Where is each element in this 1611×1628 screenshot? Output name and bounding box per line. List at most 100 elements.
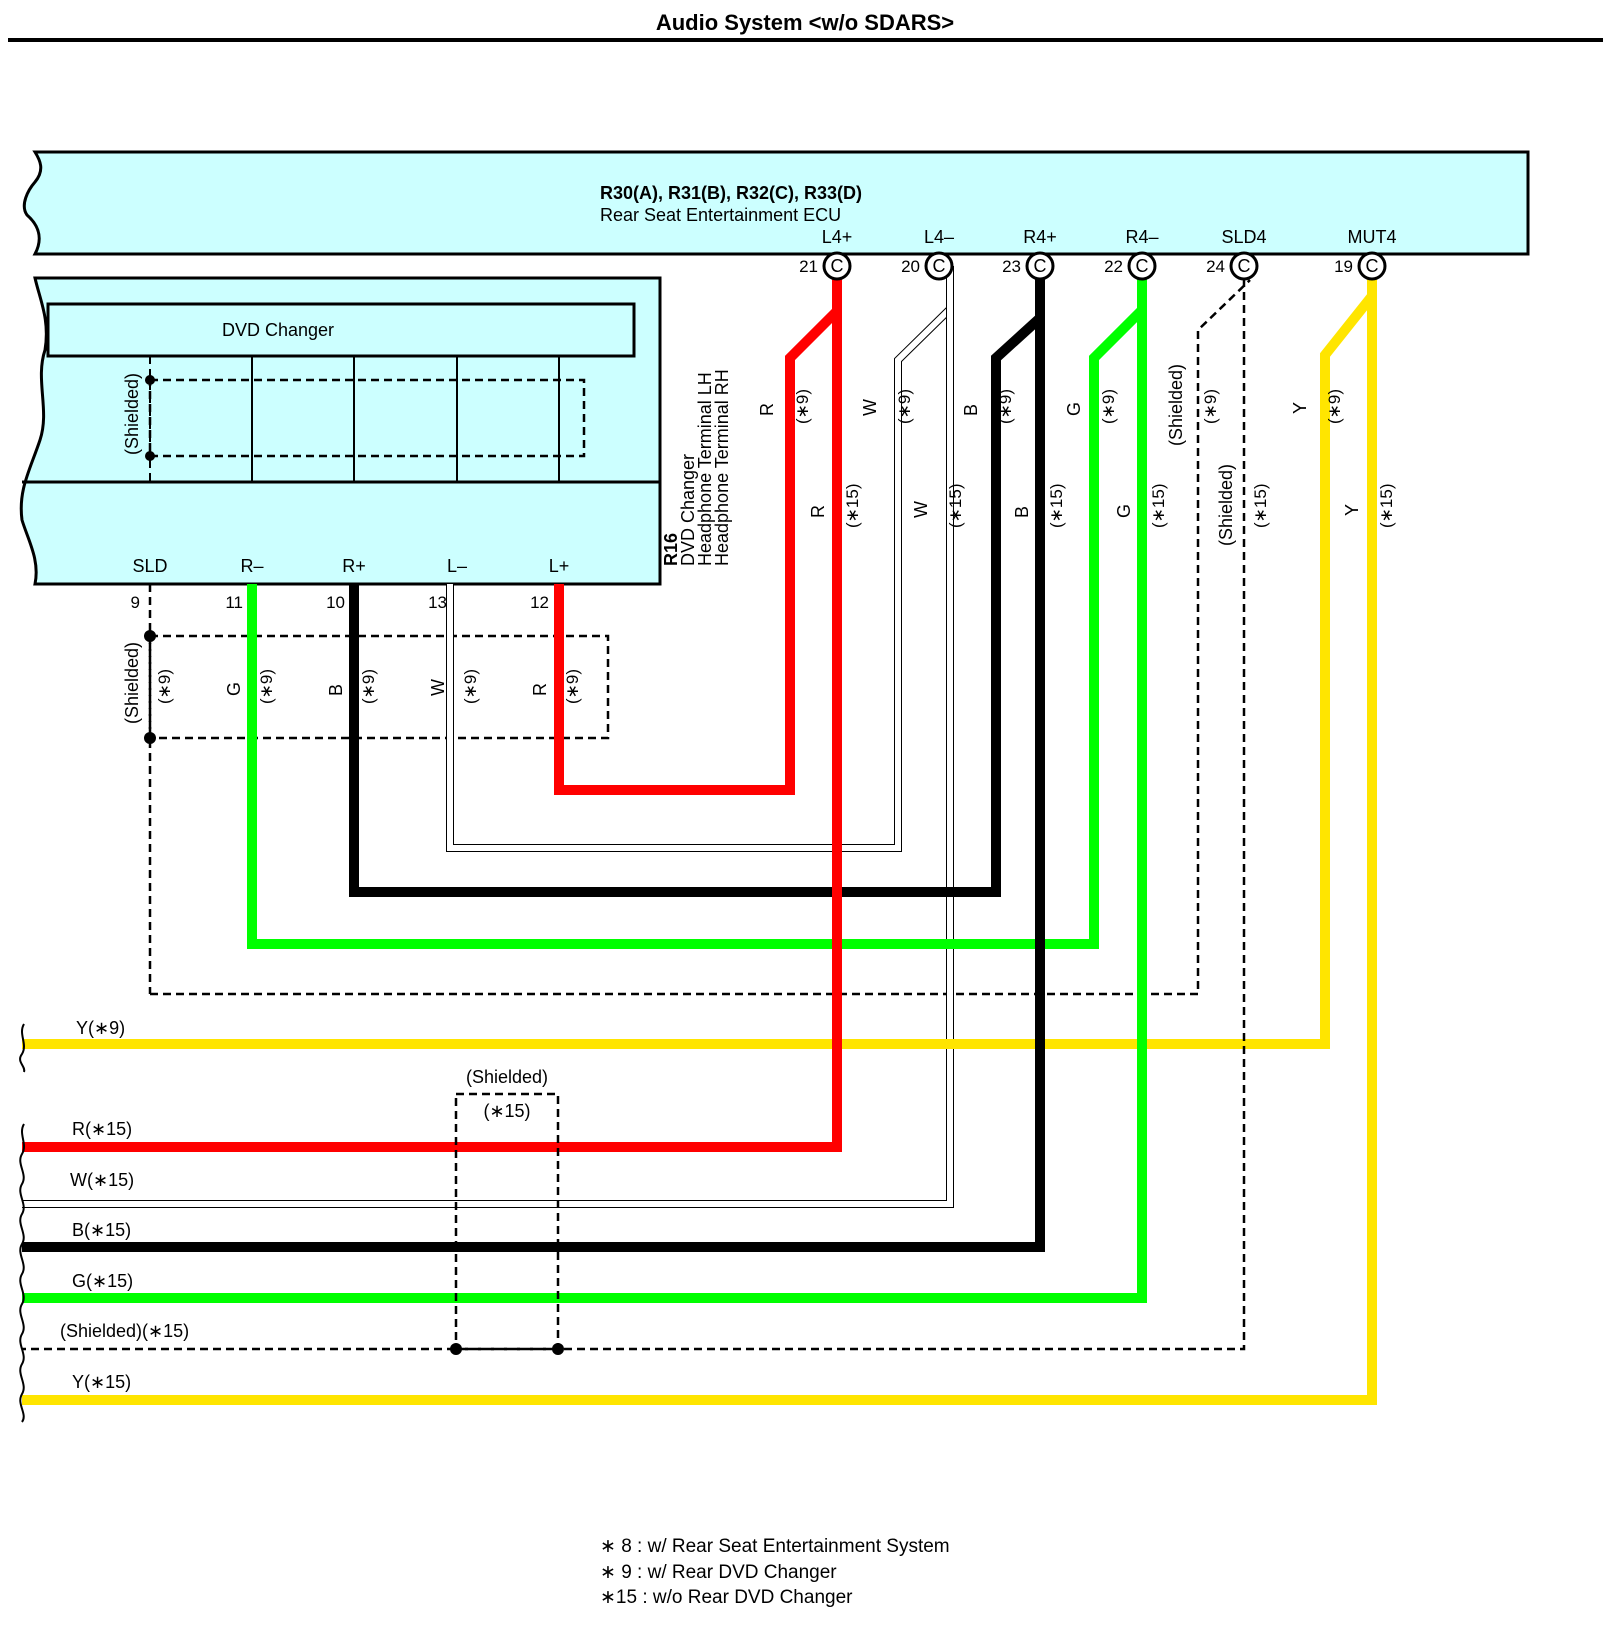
label-sh9: (Shielded) [1166, 364, 1186, 446]
dvd-terminal-sld: SLD [132, 556, 167, 576]
label-g9-note: (∗9) [1099, 389, 1118, 424]
ecu-name: Rear Seat Entertainment ECU [600, 205, 841, 225]
dvd-terminal-rn: R– [240, 556, 263, 576]
dvd-pin-13: 13 [428, 593, 447, 612]
ecu-pin-22: 22 [1104, 257, 1123, 276]
shield-wire-sld4-15 [22, 266, 1246, 1351]
shield-wire-sld4-9 [150, 279, 1251, 996]
dvd-changer-inner-box [46, 302, 636, 358]
dvd-pin-12: 12 [530, 593, 549, 612]
dvd-side-wire-labels: (Shielded) (∗9) G (∗9) B (∗9) W (∗9) R (… [122, 642, 582, 724]
shield-block-15 [454, 1092, 560, 1351]
wire-g15 [22, 266, 1147, 1303]
label-dvd-shield-note: (∗9) [155, 669, 174, 704]
dvd-pin-9: 9 [131, 593, 140, 612]
label-r15-note: (∗15) [843, 484, 862, 528]
label-y9-color: Y [1290, 402, 1310, 414]
ecu-pin-24: 24 [1206, 257, 1225, 276]
ecu-pin-21: 21 [799, 257, 818, 276]
label-r9-color: R [757, 403, 777, 416]
dvd-terminal-lp: L+ [549, 556, 570, 576]
dvd-connector-line3: Headphone Terminal RH [712, 369, 732, 566]
page-title: Audio System <w/o SDARS> [656, 10, 954, 35]
shield-block-note: (∗15) [483, 1101, 530, 1121]
label-dvd-g-note: (∗9) [257, 669, 276, 704]
ecu-pin-letter-21: C [831, 256, 844, 276]
label-g15-color: G [1114, 504, 1134, 518]
label-sh9-note: (∗9) [1201, 389, 1220, 424]
ecu-terminal-sld4: SLD4 [1221, 227, 1266, 247]
label-b9-color: B [961, 404, 981, 416]
shield-block-label: (Shielded) [466, 1067, 548, 1087]
dvd-connector-line2: Headphone Terminal LH [695, 372, 715, 566]
footnote-15: ∗15 : w/o Rear DVD Changer [600, 1587, 853, 1608]
label-y15-color: Y [1342, 504, 1362, 516]
ecu-terminal-l4p: L4+ [822, 227, 853, 247]
label-w9-note: (∗9) [895, 389, 914, 424]
label-g15-note: (∗15) [1149, 484, 1168, 528]
label-dvd-r: R [530, 683, 550, 696]
dvd-internal-shield [148, 378, 586, 458]
wire-r9 [554, 307, 841, 795]
label-sh15-note: (∗15) [1251, 484, 1270, 528]
ecu-pin-letter-23: C [1034, 256, 1047, 276]
dvd-terminal-rp: R+ [342, 556, 366, 576]
harness-break-markers [19, 1023, 26, 1423]
bus-label-r15: R(∗15) [72, 1119, 132, 1139]
dvd-connector-line1: DVD Changer [678, 454, 698, 566]
label-dvd-shield: (Shielded) [122, 642, 142, 724]
dvd-pin-11: 11 [225, 593, 243, 612]
dvd-terminal-ln: L– [447, 556, 467, 576]
label-b15-color: B [1012, 506, 1032, 518]
label-dvd-w: W [428, 679, 448, 696]
bus-label-sh15: (Shielded)(∗15) [60, 1321, 189, 1341]
ecu-terminal-mut4: MUT4 [1348, 227, 1397, 247]
label-dvd-b: B [326, 684, 346, 696]
label-g9-color: G [1064, 402, 1084, 416]
dvd-internal-shield-label: (Shielded) [122, 373, 142, 455]
label-r15-color: R [808, 505, 828, 518]
wire-g9 [247, 306, 1146, 949]
ecu-terminal-r4p: R4+ [1023, 227, 1057, 247]
dvd-pin-10: 10 [326, 593, 345, 612]
ecu-terminal-r4n: R4– [1125, 227, 1158, 247]
bus-label-b15: B(∗15) [72, 1220, 131, 1240]
label-dvd-r-note: (∗9) [563, 669, 582, 704]
footnote-9: ∗ 9 : w/ Rear DVD Changer [600, 1562, 837, 1583]
label-dvd-w-note: (∗9) [461, 669, 480, 704]
label-w9-color: W [860, 399, 880, 416]
wire-w15 [22, 266, 953, 1207]
ecu-pin-23: 23 [1002, 257, 1021, 276]
dvd-harness-shield [148, 634, 610, 740]
ecu-pins: C C C C C C 21 20 23 22 24 19 [799, 251, 1387, 281]
label-b15-note: (∗15) [1047, 484, 1066, 528]
ecu-box [22, 150, 1530, 256]
ecu-side-wire-labels: R (∗9) R (∗15) W (∗9) W (∗15) B (∗9) B (… [757, 364, 1396, 546]
label-y9-note: (∗9) [1325, 389, 1344, 424]
bus-label-y15: Y(∗15) [72, 1372, 131, 1392]
label-y15-note: (∗15) [1377, 484, 1396, 528]
bus-label-g15: G(∗15) [72, 1271, 133, 1291]
ecu-terminal-l4n: L4– [924, 227, 954, 247]
label-b9-note: (∗9) [996, 389, 1015, 424]
footnote-8: ∗ 8 : w/ Rear Seat Entertainment System [600, 1536, 950, 1557]
ecu-pin-letter-24: C [1238, 256, 1251, 276]
bus-label-w15: W(∗15) [70, 1170, 134, 1190]
ecu-pin-19: 19 [1334, 257, 1353, 276]
ecu-pin-letter-20: C [933, 256, 946, 276]
label-w15-note: (∗15) [946, 484, 965, 528]
ecu-pin-20: 20 [901, 257, 920, 276]
wire-b9 [349, 314, 1044, 897]
ecu-connectors: R30(A), R31(B), R32(C), R33(D) [600, 183, 862, 203]
label-sh15: (Shielded) [1216, 464, 1236, 546]
label-dvd-b-note: (∗9) [359, 669, 378, 704]
label-r9-note: (∗9) [793, 389, 812, 424]
ecu-pin-letter-19: C [1366, 256, 1379, 276]
label-w15-color: W [911, 501, 931, 518]
dvd-box-label: DVD Changer [222, 320, 334, 340]
dvd-connector-label: R16 DVD Changer Headphone Terminal LH He… [661, 369, 732, 566]
bus-label-y9: Y(∗9) [76, 1018, 125, 1038]
wire-r15 [22, 266, 842, 1152]
dvd-connector-id: R16 [661, 533, 681, 566]
